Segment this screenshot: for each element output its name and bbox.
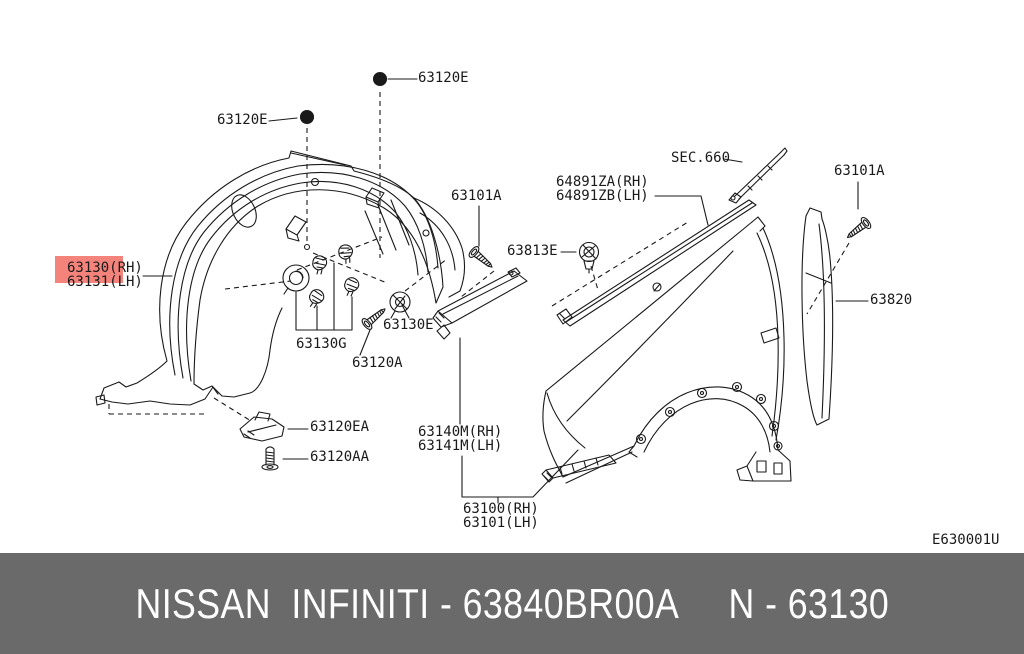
part-label-63813e: 63813E xyxy=(507,243,558,259)
part-label-sec660: SEC.660 xyxy=(671,150,731,166)
part-label-63130-highlighted: 63130(RH) 63131(LH) xyxy=(67,260,143,290)
grommet-63120e-left-icon xyxy=(299,109,315,125)
part-label-63120aa: 63120AA xyxy=(310,449,370,465)
bracket-63140m-drawing xyxy=(432,267,528,340)
screw-63101a-right-icon xyxy=(842,215,874,244)
footer-bar: NISSAN INFINITI - 63840BR00A N - 63130 xyxy=(0,553,1024,654)
grommet-63130e-icon xyxy=(389,291,411,319)
part-label-63120e-top: 63120E xyxy=(418,70,469,86)
part-label-63130g: 63130G xyxy=(296,336,347,352)
clip-63130g-4-icon xyxy=(342,276,361,298)
footer-text: NISSAN INFINITI - 63840BR00A N - 63130 xyxy=(135,580,889,628)
clip-nut-63120ea-icon xyxy=(239,411,285,442)
highlight-box xyxy=(55,256,123,283)
clip-63130g-2-icon xyxy=(305,287,327,311)
footer-brand: NISSAN xyxy=(135,579,271,627)
front-fender-drawing xyxy=(541,216,792,484)
screw-63120aa-icon xyxy=(261,446,279,471)
part-label-63120e-left: 63120E xyxy=(217,112,268,128)
part-label-63820: 63820 xyxy=(870,292,913,308)
protector-strip-drawing xyxy=(801,207,834,426)
clip-63130g-1-icon xyxy=(312,255,328,275)
clip-63813e-icon xyxy=(578,241,600,274)
part-label-63140m: 63140M(RH) 63141M(LH) xyxy=(418,424,503,454)
footer-ref-number: N - 63130 xyxy=(728,579,889,627)
diagram-canvas xyxy=(95,71,874,504)
part-label-63130e: 63130E xyxy=(383,317,434,333)
screw-63101a-mid-icon xyxy=(466,244,497,273)
part-label-63101a-right: 63101A xyxy=(834,163,885,179)
mounting-dashed-lines xyxy=(108,92,850,422)
sec660-strip-drawing xyxy=(728,147,788,204)
part-label-63120ea: 63120EA xyxy=(310,419,370,435)
grommet-63120e-top-icon xyxy=(372,71,388,87)
part-label-64891z: 64891ZA(RH) 64891ZB(LH) xyxy=(556,174,649,204)
part-label-63101a-mid: 63101A xyxy=(451,188,502,204)
part-label-63100: 63100(RH) 63101(LH) xyxy=(463,501,539,531)
drawing-code: E630001U xyxy=(932,532,1000,548)
part-label-63120a: 63120A xyxy=(352,355,403,371)
footer-part-number: INFINITI - 63840BR00A xyxy=(291,579,679,627)
grommet-cluster-large-icon xyxy=(282,264,310,295)
leader-lines xyxy=(142,78,869,504)
arch-bolt-holes xyxy=(635,381,783,451)
wheelhouse-liner-drawing xyxy=(95,150,465,406)
fender-rail-drawing xyxy=(556,199,757,327)
